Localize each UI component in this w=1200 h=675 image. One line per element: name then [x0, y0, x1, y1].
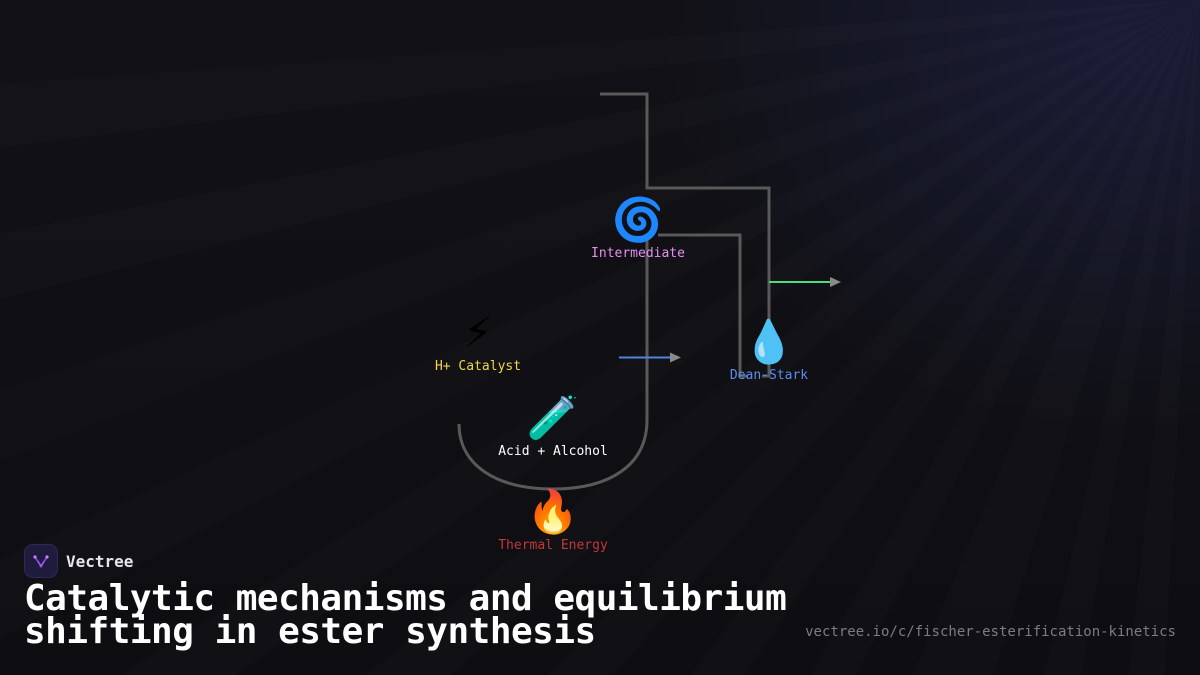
source-url: vectree.io/c/fischer-esterification-kine… — [805, 624, 1176, 640]
reactants-label: Acid + Alcohol — [498, 444, 608, 459]
thermal-label: Thermal Energy — [498, 538, 608, 553]
brand-name: Vectree — [66, 551, 134, 571]
vectree-logo-icon — [24, 544, 58, 578]
catalyst-label: H+ Catalyst — [434, 359, 522, 374]
condenser-tube-inner — [658, 233, 748, 378]
node-intermediate: 🌀 Intermediate — [591, 196, 685, 262]
page-title: Catalytic mechanisms and equilibrium shi… — [24, 578, 787, 652]
brand: Vectree — [24, 544, 133, 578]
node-dean-stark: 💧 Dean-Stark — [730, 318, 808, 384]
blue-arrow-head — [670, 352, 681, 363]
test-tube-icon: 🧪 — [526, 393, 580, 442]
reaction-flask — [457, 235, 649, 491]
green-arrow-head — [830, 277, 841, 287]
dean-stark-label: Dean-Stark — [729, 368, 809, 383]
lightning-icon: ⚡ — [463, 308, 493, 357]
intermediate-label: Intermediate — [591, 246, 685, 261]
droplet-icon: 💧 — [742, 317, 796, 366]
node-catalyst: ⚡ H+ Catalyst — [435, 309, 521, 375]
cyclone-icon: 🌀 — [611, 195, 665, 244]
fire-icon: 🔥 — [526, 487, 580, 536]
node-reactants: 🧪 Acid + Alcohol — [498, 394, 608, 460]
condenser-tube-outer — [600, 92, 771, 378]
node-thermal: 🔥 Thermal Energy — [498, 488, 608, 554]
